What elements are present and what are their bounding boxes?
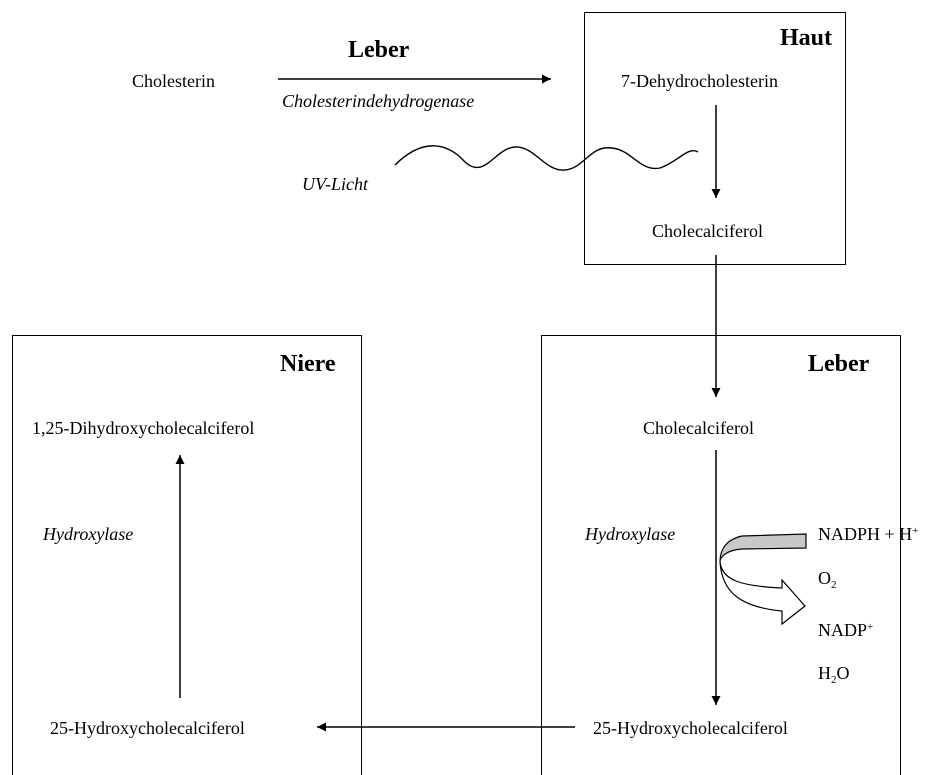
liver-title: Leber: [808, 351, 870, 377]
cofactor-nadph: NADPH + H+: [818, 524, 919, 544]
liver-hydroxycholecalciferol-label: 25-Hydroxycholecalciferol: [593, 718, 788, 738]
skin-title: Haut: [780, 25, 833, 51]
cofactor-o2: O2: [818, 568, 837, 591]
cholesterin-label: Cholesterin: [132, 71, 215, 91]
cofactor-input-band: [719, 533, 807, 563]
dihydroxycholecalciferol-label: 1,25-Dihydroxycholecalciferol: [32, 418, 255, 438]
uv-light-label: UV-Licht: [302, 174, 368, 194]
cholesterindehydrogenase-label: Cholesterindehydrogenase: [282, 91, 475, 111]
kidney-hydroxycholecalciferol-label: 25-Hydroxycholecalciferol: [50, 718, 245, 738]
kidney-hydroxylase-label: Hydroxylase: [43, 524, 134, 544]
top-liver-label: Leber: [348, 37, 410, 63]
kidney-box: [12, 335, 362, 775]
kidney-title: Niere: [280, 351, 336, 377]
liver-cholecalciferol-label: Cholecalciferol: [643, 418, 754, 438]
skin-box: [584, 12, 846, 265]
cofactor-h2o: H2O: [818, 663, 850, 686]
uv-wave: [394, 145, 699, 171]
dehydrocholesterin-label: 7-Dehydrocholesterin: [621, 71, 778, 91]
cofactor-output-arrow: [719, 561, 806, 626]
cofactor-nadp: NADP+: [818, 620, 874, 640]
skin-cholecalciferol-label: Cholecalciferol: [652, 221, 763, 241]
liver-hydroxylase-label: Hydroxylase: [585, 524, 676, 544]
liver-box: [541, 335, 901, 775]
